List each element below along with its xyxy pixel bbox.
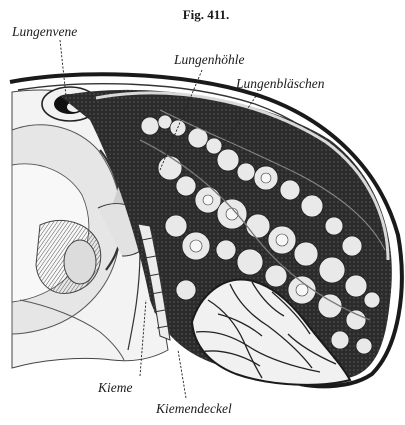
label-lungenhoehle: Lungenhöhle [173,52,245,67]
leader-kiemendeckel [178,350,186,398]
label-kiemendeckel: Kiemendeckel [155,401,232,416]
label-kieme: Kieme [97,380,133,395]
label-lungenvene: Lungenvene [11,24,77,39]
figure-title: Fig. 411. [183,7,230,22]
label-lungenblaeschen: Lungenbläschen [235,76,325,91]
